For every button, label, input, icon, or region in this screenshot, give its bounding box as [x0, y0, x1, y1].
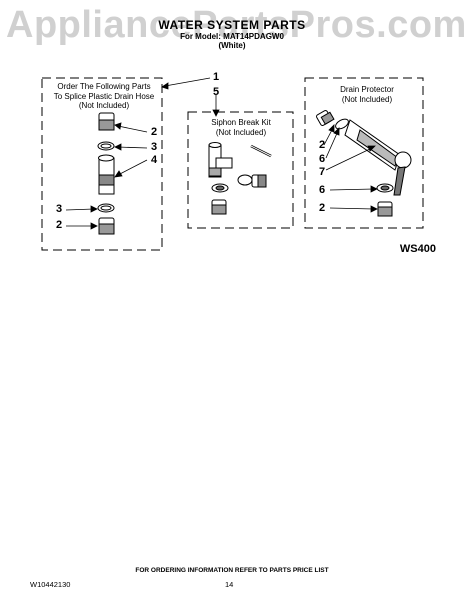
left-leaders [65, 122, 148, 230]
left-parts [97, 112, 115, 235]
middle-label-line: (Not Included) [215, 127, 267, 137]
callout-1: 1 [213, 71, 220, 83]
right-label-line: Drain Protector [340, 85, 394, 94]
right-parts [316, 110, 412, 217]
left-label-line: (Not Included) [78, 101, 130, 110]
callout-right-2: 2 [319, 139, 326, 151]
coupling-top-shade [98, 119, 115, 131]
callout-left-3: 3 [151, 141, 158, 153]
middle-panel-border [187, 111, 294, 229]
left-label-line: Order The Following Parts [57, 82, 151, 91]
left-panel-label: Order The Following Parts To Splice Plas… [48, 82, 160, 111]
middle-panel-label: Siphon Break Kit (Not Included) [192, 118, 290, 137]
callout-5: 5 [213, 86, 220, 98]
right-panel-border [304, 77, 424, 229]
callout-right-2b: 2 [319, 202, 326, 214]
callout-left-2b: 2 [56, 219, 63, 231]
left-label-line: To Splice Plastic Drain Hose [53, 91, 155, 101]
document-number: W10442130 [30, 580, 71, 589]
callout-left-2: 2 [151, 126, 158, 138]
watermark: AppliancePartsPros.com [6, 4, 464, 46]
model-line: For Model: MAT14PDAGW0 [180, 32, 284, 41]
right-panel-label: Drain Protector (Not Included) [312, 85, 422, 104]
page-title: WATER SYSTEM PARTS [158, 18, 306, 32]
figure-code: WS400 [399, 243, 436, 255]
right-label-line: (Not Included) [341, 94, 393, 104]
right-leaders [323, 124, 378, 213]
middle-parts [208, 142, 272, 215]
callout-right-6b: 6 [319, 184, 326, 196]
callout-right-7: 7 [319, 166, 326, 178]
middle-label-line: Siphon Break Kit [211, 118, 271, 127]
callout-left-3b: 3 [56, 203, 63, 215]
color-line: (White) [218, 41, 246, 50]
callout-left-4: 4 [151, 154, 158, 166]
page-number: 14 [225, 580, 234, 589]
ordering-note: FOR ORDERING INFORMATION REFER TO PARTS … [135, 567, 329, 574]
callout-right-6: 6 [319, 153, 326, 165]
left-panel-border [41, 77, 163, 251]
